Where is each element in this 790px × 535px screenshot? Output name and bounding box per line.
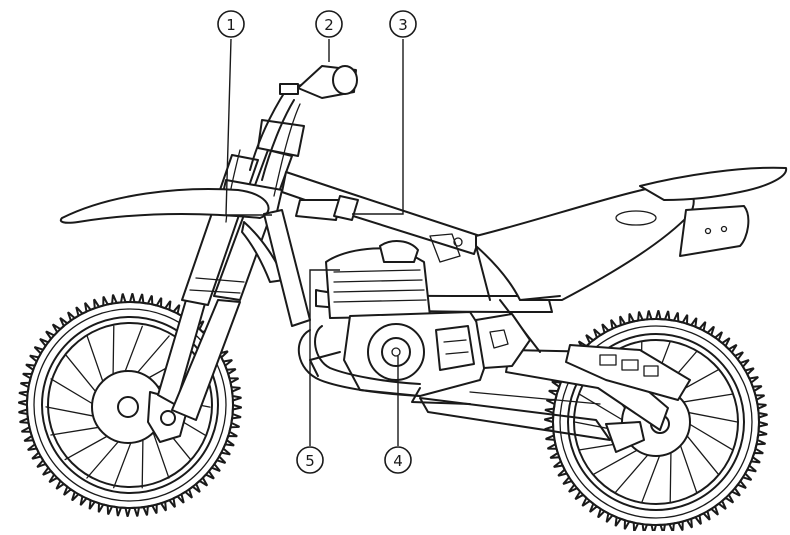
callout-4-label: 4 [393,452,403,470]
spoke [641,450,662,504]
spoke [45,406,101,418]
callout-1: 1 [217,10,245,38]
spoke [669,447,672,504]
swingarm [419,344,691,441]
spoke [122,325,143,379]
spoke [592,447,642,476]
callout-2: 2 [315,10,343,38]
spoke [678,440,698,494]
spoke [150,425,170,479]
spoke [578,393,627,423]
exhaust-pipe [297,325,421,397]
spoke [50,378,99,408]
callout-3-label: 3 [398,16,408,34]
callout-5-label: 5 [305,452,315,470]
spoke [86,335,106,389]
leader-lines [225,38,404,446]
callout-3: 3 [389,10,417,38]
spoke [678,393,734,404]
spoke [86,435,124,479]
callout-5: 5 [296,446,324,474]
callout-2-label: 2 [324,16,334,34]
handlebar [225,65,358,223]
spoke [64,432,114,461]
spoke [614,450,652,494]
spoke [683,411,739,423]
engine [309,240,531,405]
spoke [141,432,144,489]
spoke [112,325,115,382]
spoke [683,431,720,476]
callout-4: 4 [384,446,412,474]
spoke [64,353,101,398]
spoke [113,435,134,489]
front-fender [59,188,285,283]
spoke [50,425,106,436]
seat [475,166,788,301]
spoke [685,421,734,451]
spoke [132,335,170,379]
callout-1-label: 1 [226,16,236,34]
